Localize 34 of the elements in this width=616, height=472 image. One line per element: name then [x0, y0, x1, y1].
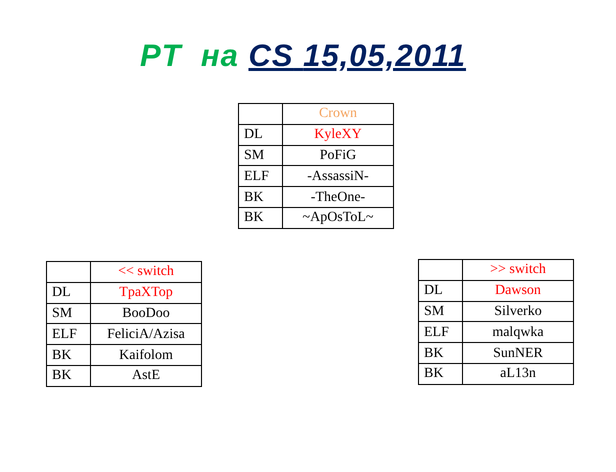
player-name: -TheOne- — [282, 186, 394, 208]
player-name: Dawson — [462, 280, 574, 302]
player-name: -AssassiN- — [282, 166, 394, 187]
player-name: Silverko — [462, 301, 574, 322]
player-name: BooDoo — [90, 303, 202, 324]
class-label: ELF — [418, 322, 462, 343]
column-header: << switch — [90, 262, 202, 282]
player-name: PoFiG — [282, 145, 394, 166]
title: PT на CS 15,05,2011 — [140, 38, 466, 74]
player-name: AstE — [90, 365, 202, 386]
class-label: BK — [418, 342, 462, 364]
player-name: malqwka — [462, 322, 574, 343]
player-name: aL13n — [462, 363, 574, 384]
player-name: ~ApOsToL~ — [282, 207, 394, 228]
player-name: SunNER — [462, 342, 574, 364]
class-label: ELF — [46, 324, 90, 345]
class-label: BK — [418, 363, 462, 384]
player-name: KyleXY — [282, 124, 394, 146]
class-label: BK — [238, 207, 282, 228]
class-label: SM — [238, 145, 282, 166]
player-name: FeliciA/Azisa — [90, 324, 202, 345]
class-label: BK — [46, 365, 90, 386]
class-label: DL — [238, 124, 282, 146]
class-label: ELF — [238, 166, 282, 187]
class-label: BK — [238, 186, 282, 208]
player-name: TpaXTop — [90, 282, 202, 304]
player-name: Kaifolom — [90, 344, 202, 366]
class-label: DL — [418, 280, 462, 302]
class-label: SM — [418, 301, 462, 322]
class-label: DL — [46, 282, 90, 304]
column-header: >> switch — [462, 260, 574, 280]
class-label: BK — [46, 344, 90, 366]
class-label: SM — [46, 303, 90, 324]
column-header: Crown — [282, 104, 394, 124]
